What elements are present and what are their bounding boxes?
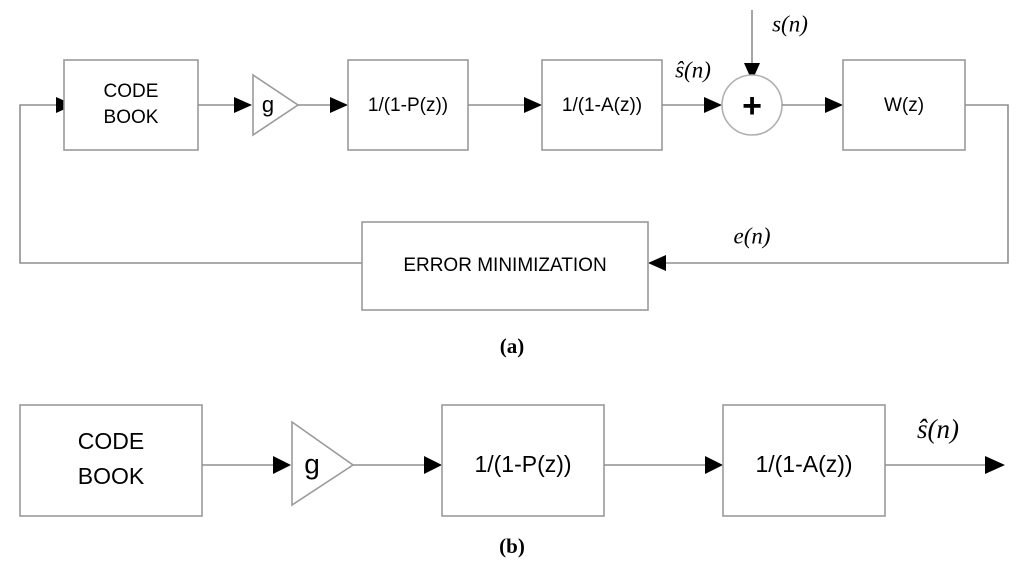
arrow-into-lpc-b [705,456,723,474]
codebook-label-line1-b: CODE [78,428,144,454]
pitch-filter-label-a: 1/(1-P(z)) [368,95,448,116]
wire-weighting-to-errormin-a [666,104,1009,264]
arrow-into-gain-a [234,97,252,113]
lpc-filter-label-a: 1/(1-A(z)) [562,95,642,116]
block-lpc-filter-b [722,404,886,517]
arrow-into-errormin-a [648,255,666,271]
panel-b: CODE BOOK g 1/(1-P(z)) 1/(1-A(z)) ŝ(n [19,404,1005,558]
gain-label-a: g [262,92,274,117]
signal-label-input-speech-a: s(n) [772,11,808,36]
arrow-into-pitch-a [330,97,348,113]
wire-errormin-to-codebook [19,104,362,264]
block-codebook-b [19,404,203,517]
arrow-into-summer-a [704,97,722,113]
block-codebook-a [63,59,199,151]
block-gain-amplifier-a [252,73,300,137]
lpc-filter-label-b: 1/(1-A(z)) [755,451,852,477]
block-error-minimization-a [361,221,649,311]
caption-b: (b) [499,534,525,558]
arrow-into-weighting-a [825,97,843,113]
block-pitch-filter-b [441,404,605,517]
pitch-filter-label-b: 1/(1-P(z)) [474,451,571,477]
weighting-filter-label-a: W(z) [884,95,924,116]
caption-a: (a) [500,334,525,358]
signal-label-synthetic-speech-a: ŝ(n) [675,57,711,82]
signal-label-output-b: ŝ(n) [917,414,959,444]
block-lpc-filter-a [541,59,663,151]
arrow-into-summer-top-a [744,63,760,81]
arrow-output-b [985,456,1005,474]
panel-a: CODE BOOK g 1/(1-P(z)) 1/(1-A(z)) [19,10,1009,358]
block-gain-amplifier-b [291,420,355,507]
gain-label-b: g [304,448,320,479]
block-pitch-filter-a [347,59,469,151]
summing-junction-plus-a: + [742,87,762,125]
codebook-label-line2-a: BOOK [104,107,159,128]
signal-label-error-a: e(n) [733,223,770,248]
arrow-into-lpc-a [524,97,542,113]
arrow-into-gain-b [273,456,291,474]
arrow-into-pitch-b [424,456,442,474]
block-weighting-filter-a [842,59,966,151]
error-minimization-label-a: ERROR MINIMIZATION [403,255,606,276]
codebook-label-line1-a: CODE [104,81,159,102]
codebook-label-line2-b: BOOK [78,463,145,489]
